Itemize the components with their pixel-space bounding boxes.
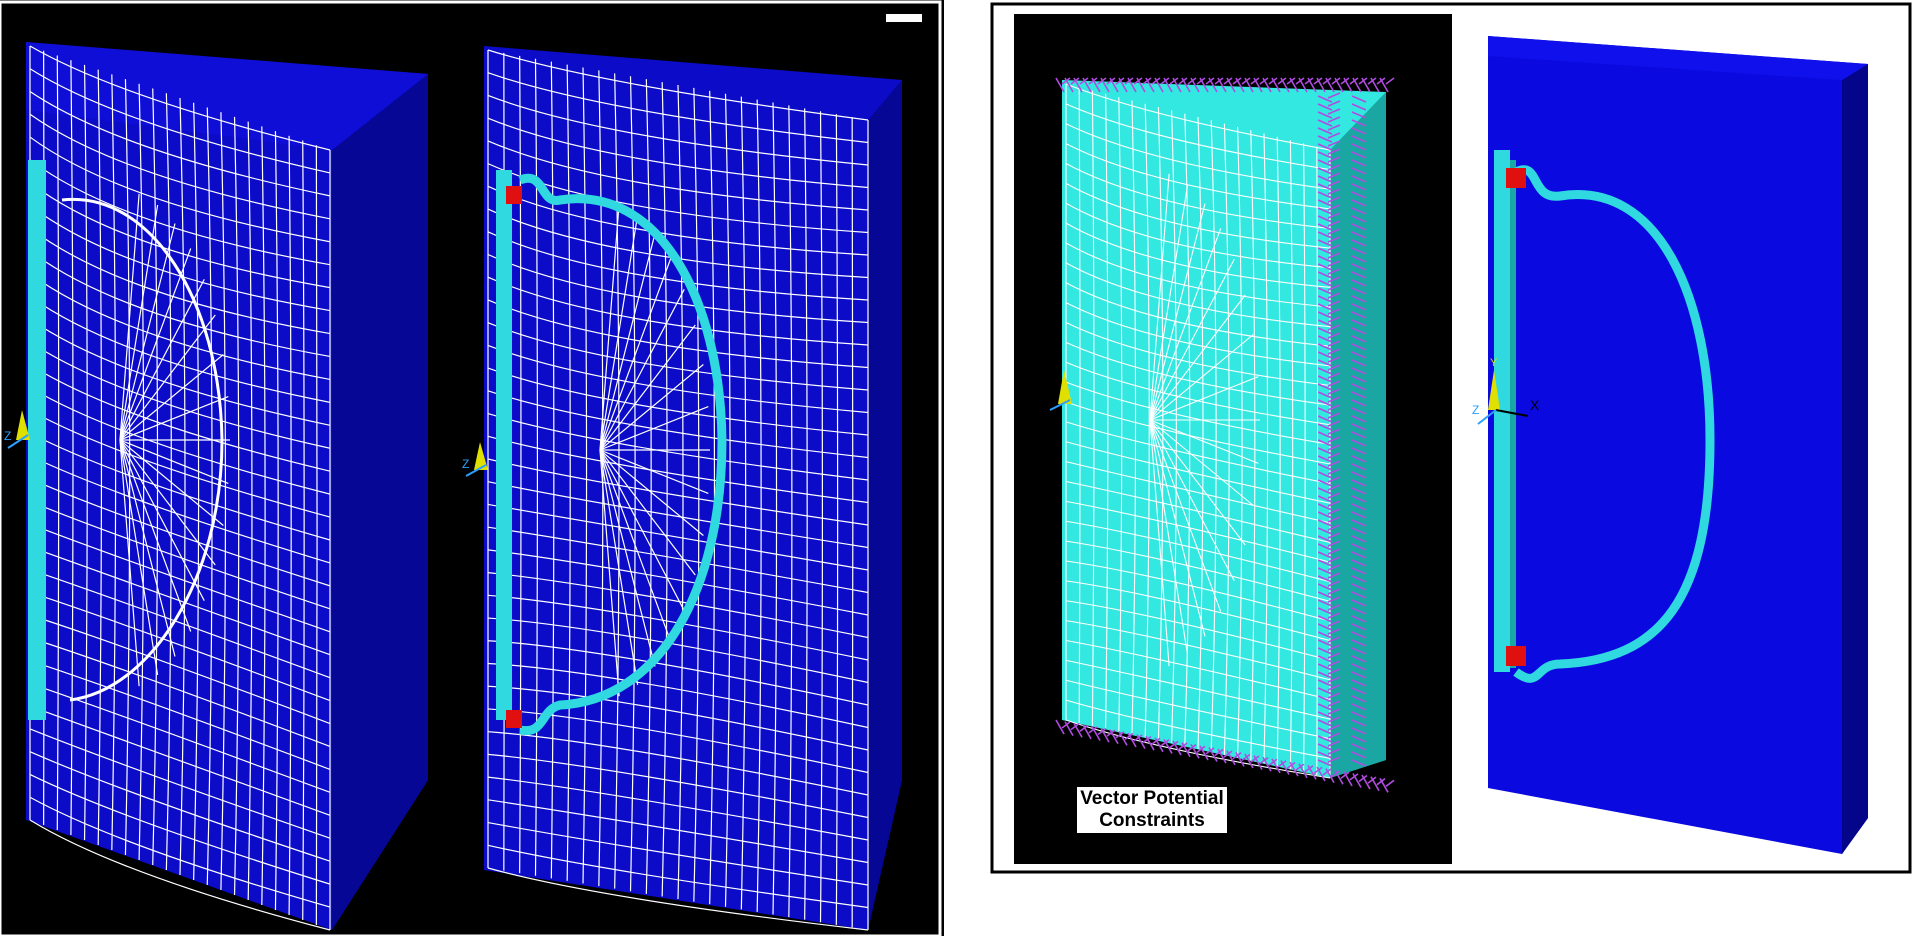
vector-potential-constraint-markers xyxy=(1055,77,1395,793)
right-panel-frame xyxy=(990,2,1912,874)
left-panel-frame xyxy=(0,0,942,936)
hot-spot-top xyxy=(506,186,522,204)
hot-spot-bottom xyxy=(506,710,522,728)
svg-text:Z: Z xyxy=(1472,403,1479,417)
axis-triad-d: X Y Z xyxy=(1472,357,1540,425)
vessel-shell xyxy=(518,173,727,736)
coil-strip xyxy=(496,170,512,720)
mesh-grid xyxy=(487,49,869,931)
model-coarse-mesh: Z xyxy=(4,42,428,931)
left-panel-corner-marker xyxy=(886,14,922,22)
model-solid-view: X Y Z xyxy=(1472,36,1868,854)
hot-spot-top xyxy=(1506,168,1526,188)
axis-triad-b: Z xyxy=(462,442,488,477)
axis-triad-a: Z xyxy=(4,410,30,449)
right-panel: X Y Z xyxy=(990,2,1912,874)
vector-potential-constraints-label: Vector Potential Constraints xyxy=(1076,786,1228,834)
svg-text:Z: Z xyxy=(4,429,11,443)
coil-strip xyxy=(28,160,46,720)
label-line-2: Constraints xyxy=(1099,810,1205,831)
hot-spot-bottom xyxy=(1506,646,1526,666)
mesh-grid xyxy=(29,45,331,931)
model-refined-mesh: Z xyxy=(462,46,902,931)
vessel-shell xyxy=(1513,165,1715,683)
svg-text:Y: Y xyxy=(1490,357,1498,369)
svg-text:X: X xyxy=(1530,397,1540,413)
left-panel: Z Z xyxy=(0,0,944,936)
model-constraint-view xyxy=(1049,77,1395,793)
label-line-1: Vector Potential xyxy=(1080,788,1224,809)
vessel-outline xyxy=(61,197,224,702)
svg-text:Z: Z xyxy=(462,457,469,471)
axis-triad-c xyxy=(1049,370,1072,411)
